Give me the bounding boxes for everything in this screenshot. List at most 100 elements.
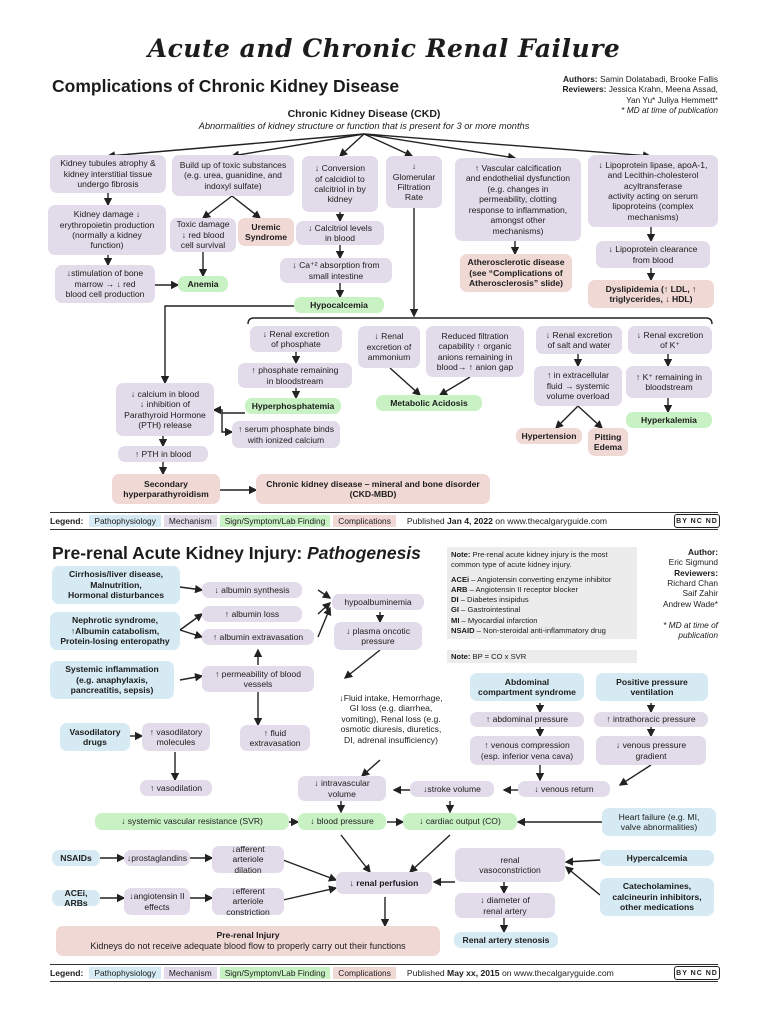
node-albumin-extravasation: ↑ albumin extravasation	[202, 629, 314, 645]
legend-mechanism: Mechanism	[163, 515, 217, 527]
node-toxic-buildup: Build up of toxic substances (e.g. urea,…	[172, 155, 294, 196]
note-line-6: NSAID – Non-steroidal anti-inflammatory …	[451, 625, 606, 635]
legend-bar-2: Legend: Pathophysiology Mechanism Sign/S…	[50, 964, 718, 982]
published-site: on www.thecalgaryguide.com	[501, 968, 614, 978]
node-fluid-extravasation: ↑ fluid extravasation	[240, 725, 310, 751]
reviewers-label: Reviewers:	[562, 84, 607, 95]
node-fluid-intake: ↓Fluid intake, Hemorrhage, GI loss (e.g.…	[339, 692, 443, 745]
note-line-0: Note: Pre-renal acute kidney injury is t…	[451, 550, 608, 570]
node-catecholamines: Catecholamines, calcineurin inhibitors, …	[600, 878, 714, 916]
note-line-3: DI – Diabetes insipidus	[451, 595, 529, 604]
node-renal-vasoconstriction: renal vasoconstriction	[455, 848, 565, 882]
aki-heading-italic: Pathogenesis	[307, 543, 421, 563]
node-metabolic-acidosis: Metabolic Acidosis	[376, 395, 482, 411]
node-ca-absorb: ↓ Ca⁺² absorption from small intestine	[280, 258, 392, 283]
prerenal-title: Pre-renal Injury	[216, 930, 280, 941]
node-albumin-synthesis: ↓ albumin synthesis	[202, 582, 302, 598]
node-cardiac-output: ↓ cardiac output (CO)	[403, 813, 517, 830]
node-lipo-clearance: ↓ Lipoprotein clearance from blood	[596, 241, 710, 268]
node-secondary-hpt: Secondary hyperparathyroidism	[112, 474, 220, 504]
node-hypertension: Hypertension	[516, 428, 582, 444]
node-reduced-filtration: Reduced filtration capability ↑ organic …	[426, 326, 524, 377]
node-anemia: Anemia	[178, 276, 228, 292]
node-hyperkalemia: Hyperkalemia	[626, 412, 712, 428]
published-date: Jan 4, 2022	[447, 516, 493, 526]
page-title: Acute and Chronic Renal Failure	[147, 34, 621, 63]
node-calcitriol: ↓ Calcitriol levels in blood	[296, 221, 384, 245]
published-date: May xx, 2015	[447, 968, 500, 978]
node-vasodilatory-drugs: Vasodilatory drugs	[60, 723, 130, 751]
node-positive-pressure: Positive pressure ventilation	[596, 673, 708, 701]
note-line-1: ACEi – Angiotensin converting enzyme inh…	[451, 574, 612, 584]
legend-label: Legend:	[50, 516, 84, 526]
node-systemic-inflammation: Systemic inflammation (e.g. anaphylaxis,…	[50, 661, 174, 699]
node-k-remaining: ↑ K⁺ remaining in bloodstream	[626, 366, 712, 398]
cc-license-icon: BY NC ND	[674, 966, 720, 980]
authors-label: Authors:	[563, 74, 598, 84]
node-blood-pressure: ↓ blood pressure	[298, 813, 386, 830]
published-prefix: Published	[406, 968, 445, 978]
ckd-root-subtitle: Abnormalities of kidney structure or fun…	[198, 121, 530, 131]
node-albumin-loss: ↑ albumin loss	[202, 606, 302, 622]
node-toxic-damage: Toxic damage ↓ red blood cell survival	[170, 218, 236, 252]
node-plasma-oncotic: ↓ plasma oncotic pressure	[334, 622, 422, 650]
node-dyslipidemia: Dyslipidemia (↑ LDL, ↑ triglycerides, ↓ …	[588, 280, 714, 308]
node-hypoalbuminemia: hypoalbuminemia	[332, 594, 424, 610]
node-hyperphosphatemia: Hyperphosphatemia	[245, 398, 341, 414]
node-renal-k: ↓ Renal excretion of K⁺	[628, 326, 712, 354]
node-abdominal-pressure: ↑ abdominal pressure	[470, 712, 584, 727]
node-permeability: ↑ permeability of blood vessels	[202, 666, 314, 692]
legend-complications: Complications	[333, 515, 396, 527]
aki-heading-main: Pre-renal Acute Kidney Injury:	[52, 543, 308, 563]
node-svr: ↓ systemic vascular resistance (SVR)	[95, 813, 289, 830]
node-angiotensin: ↓angiotensin II effects	[124, 888, 190, 915]
node-venous-compression: ↑ venous compression (esp. inferior vena…	[470, 736, 584, 765]
legend-sign: Sign/Symptom/Lab Finding	[219, 967, 331, 979]
node-stroke-volume: ↓stroke volume	[410, 781, 494, 797]
published-prefix: Published	[406, 516, 445, 526]
node-calcidiol: ↓ Conversion of calcidiol to calcitriol …	[302, 156, 378, 212]
legend-sign: Sign/Symptom/Lab Finding	[219, 515, 331, 527]
node-venous-return: ↓ venous return	[518, 781, 610, 797]
node-pitting-edema: Pitting Edema	[588, 428, 628, 456]
node-ckd-mbd: Chronic kidney disease – mineral and bon…	[256, 474, 490, 504]
node-intrathoracic: ↑ intrathoracic pressure	[594, 712, 708, 727]
node-vasodilation: ↑ vasodilation	[140, 780, 212, 796]
prerenal-subtitle: Kidneys do not receive adequate blood fl…	[90, 940, 406, 951]
node-renal-ammonium: ↓ Renal excretion of ammonium	[358, 326, 420, 368]
node-hypercalcemia: Hypercalcemia	[600, 850, 714, 866]
legend-bar-1: Legend: Pathophysiology Mechanism Sign/S…	[50, 512, 718, 530]
abbreviation-note: Note: Pre-renal acute kidney injury is t…	[447, 547, 637, 639]
node-prerenal-injury: Pre-renal Injury Kidneys do not receive …	[56, 926, 440, 956]
node-afferent-dilation: ↓afferent arteriole dilation	[212, 844, 284, 875]
legend-mechanism: Mechanism	[163, 967, 217, 979]
reviewers: Jessica Krahn, Meena Assad, Yan Yu* Juli…	[608, 84, 718, 105]
node-gfr: ↓ Glomerular Filtration Rate	[386, 156, 442, 208]
node-marrow: ↓stimulation of bone marrow → ↓ red bloo…	[55, 265, 155, 303]
node-hypocalcemia: Hypocalcemia	[294, 297, 384, 313]
node-pth-blood: ↑ PTH in blood	[118, 446, 208, 462]
node-intravascular-volume: ↓ intravascular volume	[298, 776, 386, 801]
node-heart-failure: Heart failure (e.g. MI, valve abnormalit…	[602, 808, 716, 836]
node-tubules: Kidney tubules atrophy & kidney intersti…	[50, 155, 166, 193]
node-efferent-constriction: ↓efferent arteriole constriction	[212, 886, 284, 917]
md-note: * MD at time of publication	[621, 105, 718, 116]
note-line-2: ARB – Angiotensin II receptor blocker	[451, 584, 579, 594]
legend-complications: Complications	[333, 967, 396, 979]
node-kidney-damage: Kidney damage ↓ erythropoietin productio…	[48, 205, 166, 255]
cc-license-icon: BY NC ND	[674, 514, 720, 528]
node-renal-phosphate: ↓ Renal excretion of phosphate	[250, 326, 342, 352]
node-serum-phosphate: ↑ serum phosphate binds with ionized cal…	[232, 421, 340, 448]
bp-note: Note: BP = CO x SVR	[447, 650, 637, 663]
node-nephrotic: Nephrotic syndrome, ↑Albumin catabolism,…	[50, 612, 180, 650]
node-vascular: ↑ Vascular calcification and endothelial…	[455, 158, 581, 241]
node-vasodilatory-molecules: ↑ vasodilatory molecules	[142, 723, 210, 751]
ckd-root-title: Chronic Kidney Disease (CKD)	[287, 108, 441, 120]
note-line-5: MI – Myocardial infarction	[451, 615, 538, 625]
node-renal-perfusion: ↓ renal perfusion	[336, 872, 432, 894]
node-extracellular: ↑ in extracellular fluid → systemic volu…	[534, 366, 622, 406]
ckd-heading: Complications of Chronic Kidney Disease	[52, 76, 400, 96]
published-site: on www.thecalgaryguide.com	[495, 516, 608, 526]
node-uremic: Uremic Syndrome	[238, 218, 294, 246]
